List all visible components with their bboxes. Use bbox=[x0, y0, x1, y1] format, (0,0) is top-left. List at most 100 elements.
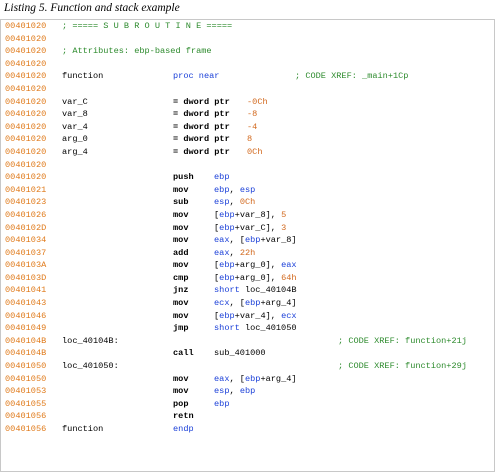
label: loc_40104B: bbox=[62, 335, 119, 346]
immediate: 0Ch bbox=[239, 197, 256, 208]
mnemonic: mov bbox=[173, 298, 189, 309]
register: ecx bbox=[281, 310, 297, 321]
operands: eax, [ebp+arg_4] bbox=[214, 373, 297, 386]
mnemonic: = dword ptr bbox=[173, 109, 230, 120]
operand-text: +arg_0], bbox=[234, 260, 282, 271]
label: arg_4 bbox=[62, 146, 88, 157]
operand-text: , [ bbox=[229, 298, 245, 309]
listing-line[interactable]: 0040103A mov [ebp+arg_0], eax bbox=[1, 259, 494, 272]
code-xref: ; CODE XREF: function+29j bbox=[338, 361, 467, 372]
listing-line[interactable]: 00401020 var_8 = dword ptr -8 bbox=[1, 108, 494, 121]
register: eax bbox=[214, 247, 230, 258]
disassembly-listing: 00401020 ; ===== S U B R O U T I N E ====… bbox=[0, 19, 495, 472]
operand-text: +arg_4] bbox=[260, 298, 297, 309]
immediate: 3 bbox=[281, 222, 287, 233]
address: 00401020 bbox=[5, 109, 47, 120]
register: ebp bbox=[219, 272, 235, 283]
address: 00401053 bbox=[5, 386, 47, 397]
address: 00401023 bbox=[5, 197, 47, 208]
register: ebp bbox=[219, 310, 235, 321]
address: 00401020 bbox=[5, 146, 47, 157]
address: 00401020 bbox=[5, 21, 47, 31]
address: 00401049 bbox=[5, 323, 47, 334]
operand-value: -8 bbox=[247, 109, 258, 120]
register: ebp bbox=[214, 398, 230, 409]
operands: ecx, [ebp+arg_4] bbox=[214, 297, 297, 310]
operands: eax, 22h bbox=[214, 247, 255, 260]
operands: [ebp+arg_0], eax bbox=[214, 259, 297, 272]
operands: esp, 0Ch bbox=[214, 196, 255, 209]
operand-text: [ bbox=[214, 272, 220, 283]
operand-value: 0Ch bbox=[247, 146, 263, 157]
register: ebp bbox=[219, 209, 235, 220]
comment: ; ===== S U B R O U T I N E ===== bbox=[62, 21, 233, 31]
label: function bbox=[62, 71, 104, 82]
address: 00401041 bbox=[5, 285, 47, 296]
operand-text: [ bbox=[214, 222, 220, 233]
operand-value: 8 bbox=[247, 134, 253, 145]
mnemonic: mov bbox=[173, 260, 189, 271]
mnemonic: retn bbox=[173, 411, 194, 422]
listing-line[interactable]: 00401020; Attributes: ebp-based frame bbox=[1, 45, 494, 58]
address: 00401020 bbox=[5, 83, 47, 94]
operands: ebp, esp bbox=[214, 184, 255, 197]
operand-text: +arg_0], bbox=[234, 272, 282, 283]
listing-line[interactable]: 00401020 ; ===== S U B R O U T I N E ====… bbox=[1, 20, 494, 33]
mnemonic: jmp bbox=[173, 323, 189, 334]
operands: ebp bbox=[214, 398, 229, 411]
address: 00401020 bbox=[5, 33, 47, 44]
register: ebp bbox=[244, 298, 261, 309]
listing-line[interactable]: 00401020 bbox=[1, 159, 494, 172]
mnemonic: = dword ptr bbox=[173, 134, 230, 145]
address: 0040103A bbox=[5, 260, 47, 271]
operand-text: , [ bbox=[229, 235, 245, 246]
operand-text: +var_8], bbox=[234, 209, 282, 220]
immediate: 64h bbox=[281, 272, 297, 283]
operand-text: [ bbox=[214, 260, 220, 271]
listing-line[interactable]: 00401020 bbox=[1, 83, 494, 96]
operands: ebp bbox=[214, 171, 229, 184]
address: 00401021 bbox=[5, 184, 47, 195]
address: 00401020 bbox=[5, 134, 47, 145]
mnemonic: = dword ptr bbox=[173, 121, 230, 132]
register: ebp bbox=[214, 184, 230, 195]
label: var_8 bbox=[62, 109, 88, 120]
address: 00401055 bbox=[5, 398, 47, 409]
mnemonic: mov bbox=[173, 373, 189, 384]
mnemonic: mov bbox=[173, 310, 189, 321]
operands: [ebp+var_4], ecx bbox=[214, 310, 297, 323]
operands: [ebp+var_8], 5 bbox=[214, 209, 286, 222]
listing-line[interactable]: 00401020 bbox=[1, 58, 494, 71]
address: 0040104B bbox=[5, 335, 47, 346]
address: 0040104B bbox=[5, 348, 47, 359]
mnemonic: add bbox=[173, 247, 189, 258]
register: ebp bbox=[219, 260, 235, 271]
operand-text: [ bbox=[214, 310, 220, 321]
listing-line[interactable]: 00401020 bbox=[1, 33, 494, 46]
